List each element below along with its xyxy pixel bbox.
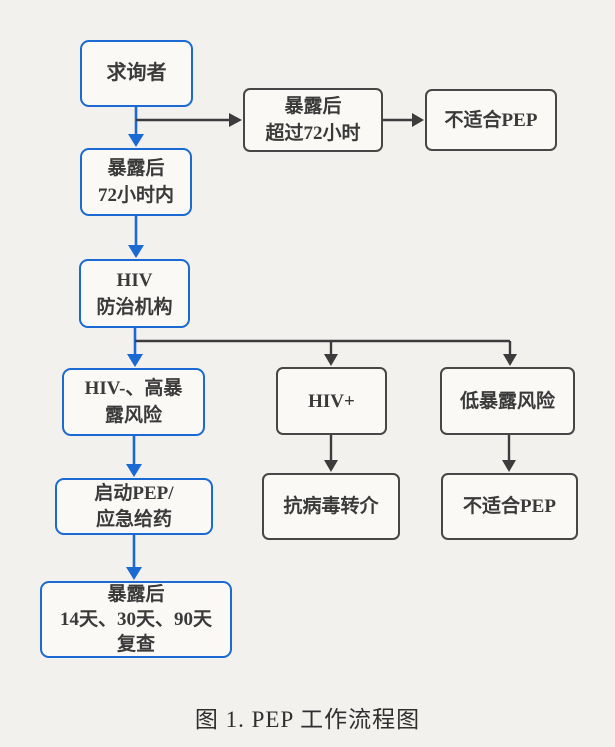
arrowhead-lowrisk-to-notsuitable (502, 460, 516, 472)
node-exposure-within-72h: 暴露后 72小时内 (80, 148, 192, 216)
node-hiv-positive-label: HIV+ (308, 390, 355, 412)
arrowhead-over72-to-notsuitable (412, 113, 424, 127)
node-hiv-agency-line2: 防治机构 (96, 296, 173, 318)
node-hiv-positive: HIV+ (276, 367, 387, 435)
node-hiv-negative-high-risk-line2: 露风险 (104, 405, 162, 426)
node-exposure-over-72h-line2: 超过72小时 (265, 123, 361, 144)
node-low-exposure-risk: 低暴露风险 (440, 367, 575, 435)
arrowhead-startpep-to-followup (126, 567, 142, 580)
arrowhead-agency-to-hivneg (127, 354, 143, 367)
arrowhead-branch-to-lowrisk (503, 354, 517, 366)
node-followup-line2: 14天、30天、90天 (59, 609, 212, 630)
node-not-suitable-pep-bottom-label: 不适合PEP (463, 496, 556, 517)
node-hiv-agency-line1: HIV (116, 269, 153, 291)
node-hiv-agency: HIV 防治机构 (79, 259, 190, 328)
node-hiv-negative-high-risk: HIV-、高暴 露风险 (62, 368, 205, 436)
arrowhead-seeker-to-within72 (128, 134, 144, 147)
node-not-suitable-pep-top: 不适合PEP (425, 89, 557, 151)
node-hiv-negative-high-risk-line1: HIV-、高暴 (84, 378, 183, 399)
node-antiviral-referral-label: 抗病毒转介 (283, 496, 379, 517)
figure-caption: 图 1. PEP 工作流程图 (194, 707, 421, 732)
node-not-suitable-pep-top-label: 不适合PEP (444, 109, 538, 131)
node-low-exposure-risk-label: 低暴露风险 (459, 390, 555, 412)
node-antiviral-referral: 抗病毒转介 (262, 473, 400, 540)
arrowhead-hivpos-to-antiviral (324, 460, 338, 472)
arrowhead-hivneg-to-startpep (126, 464, 142, 477)
arrowhead-branch-to-hivpos (324, 354, 338, 366)
arrowhead-within72-to-agency (128, 245, 144, 258)
node-start-pep-line2: 应急给药 (95, 508, 172, 530)
node-exposure-within-72h-line2: 72小时内 (97, 185, 174, 206)
node-exposure-over-72h-line1: 暴露后 (284, 96, 342, 117)
node-start-pep-line1: 启动PEP/ (94, 482, 174, 504)
node-followup-line1: 暴露后 (107, 584, 165, 605)
node-followup-line3: 复查 (116, 634, 155, 655)
node-seeker: 求询者 (80, 40, 193, 107)
node-seeker-label: 求询者 (106, 62, 167, 84)
node-start-pep: 启动PEP/ 应急给药 (55, 478, 213, 535)
node-followup: 暴露后 14天、30天、90天 复查 (40, 581, 232, 658)
node-exposure-over-72h: 暴露后 超过72小时 (243, 88, 383, 152)
node-exposure-within-72h-line1: 暴露后 (107, 158, 165, 179)
node-not-suitable-pep-bottom: 不适合PEP (441, 473, 578, 540)
arrowhead-seeker-to-over72 (229, 113, 242, 127)
